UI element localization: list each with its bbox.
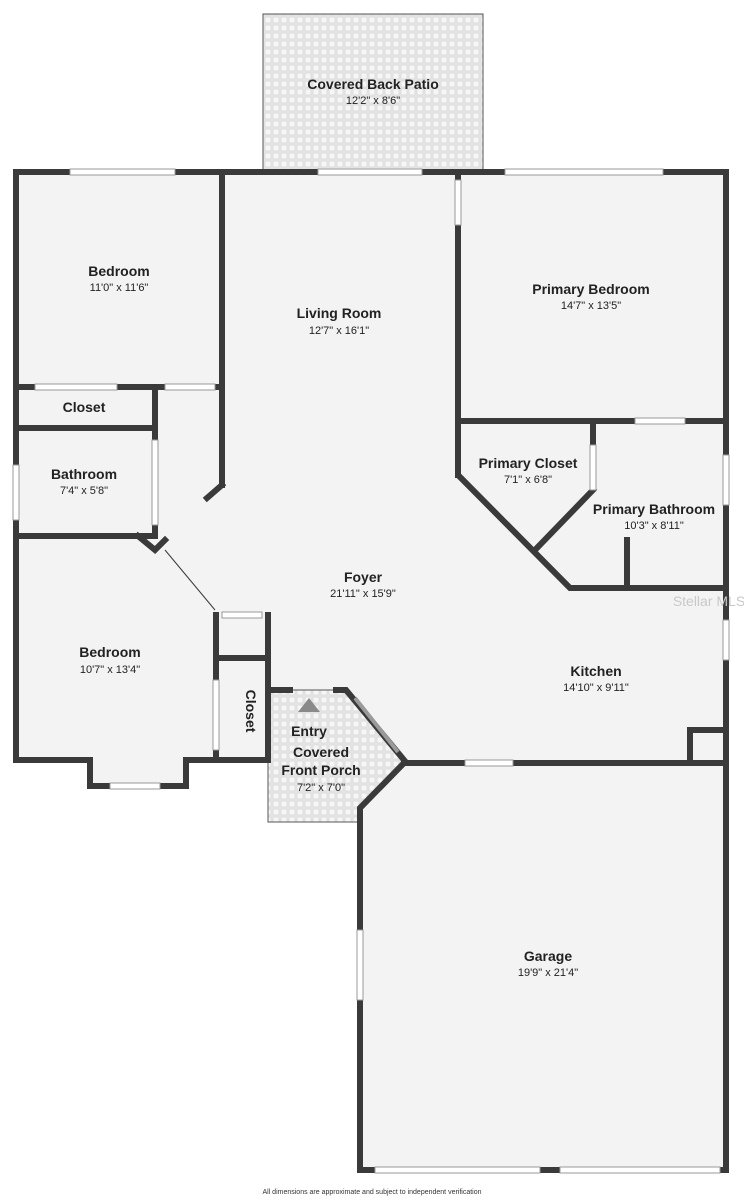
foyer-dim: 21'11" x 15'9" (330, 588, 396, 600)
primary-bedroom-dim: 14'7" x 13'5" (561, 300, 621, 312)
living-room-name: Living Room (297, 305, 382, 321)
disclaimer-footer: All dimensions are approximate and subje… (262, 1189, 481, 1196)
front-porch-name-1: Covered (293, 744, 349, 760)
back-patio-dim: 12'2" x 8'6" (346, 95, 400, 107)
bedroom-top-dim: 11'0" x 11'6" (90, 282, 149, 294)
closet-vertical-name: Closet (243, 690, 259, 733)
front-porch-name-2: Front Porch (281, 762, 360, 778)
bedroom-bottom-dim: 10'7" x 13'4" (80, 664, 140, 676)
bedroom-bottom-name: Bedroom (79, 644, 140, 660)
primary-bathroom-name: Primary Bathroom (593, 501, 715, 517)
back-patio-name: Covered Back Patio (307, 76, 439, 92)
front-porch-dim: 7'2" x 7'0" (297, 782, 345, 794)
foyer-name: Foyer (344, 569, 383, 585)
back-patio-area (262, 13, 484, 173)
primary-closet-dim: 7'1" x 6'8" (504, 474, 552, 486)
garage-name: Garage (524, 948, 572, 964)
closet-top-name: Closet (63, 399, 106, 415)
floor-fills (16, 13, 726, 1170)
watermark: Stellar MLS (673, 593, 744, 609)
primary-bedroom-name: Primary Bedroom (532, 281, 649, 297)
entry-arrow-icon (298, 698, 320, 712)
bathroom-dim: 7'4" x 5'8" (60, 485, 108, 497)
primary-closet-name: Primary Closet (479, 455, 578, 471)
room-labels: Covered Back Patio 12'2" x 8'6" Bedroom … (51, 76, 715, 979)
kitchen-dim: 14'10" x 9'11" (563, 682, 629, 694)
primary-bathroom-dim: 10'3" x 8'11" (624, 520, 684, 532)
garage-dim: 19'9" x 21'4" (518, 967, 578, 979)
living-room-dim: 12'7" x 16'1" (309, 325, 369, 337)
entry-name: Entry (291, 723, 327, 739)
kitchen-name: Kitchen (570, 663, 621, 679)
bathroom-name: Bathroom (51, 466, 117, 482)
windows (12, 168, 730, 1174)
bedroom-top-name: Bedroom (88, 263, 149, 279)
